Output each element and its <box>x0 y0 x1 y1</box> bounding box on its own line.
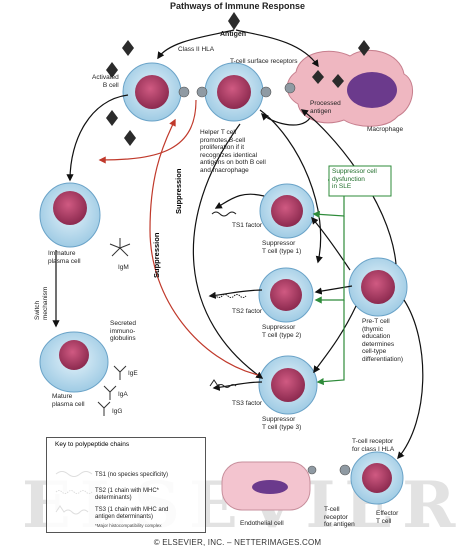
suppressor-dysfunction-box <box>328 165 392 197</box>
antigen-diamonds <box>106 12 370 146</box>
effector-t-cell <box>350 451 404 505</box>
label-suppression-lower: Suppression <box>152 232 161 278</box>
immature-plasma-cell <box>39 182 101 248</box>
pre-t-cell <box>348 257 408 317</box>
label-activated-b-cell: Activated B cell <box>92 74 119 89</box>
label-suppressor-t-type3: Suppressor T cell (type 3) <box>262 416 302 431</box>
activated-b-cell <box>122 62 182 122</box>
label-suppressor-dysfunction: Suppressor cell dysfunction in SLE <box>332 168 377 190</box>
label-ts2-factor: TS2 factor <box>232 308 262 315</box>
key-note: *Major histocompatibility complex <box>95 523 162 528</box>
label-suppression-upper: Suppression <box>174 168 183 214</box>
black-arrows <box>52 29 424 460</box>
key-box: Key to polypeptide chains TS1 (no specie… <box>46 437 206 533</box>
red-suppression-arrows <box>98 99 259 376</box>
label-antigen: Antigen <box>220 31 247 38</box>
label-ige: IgE <box>128 370 138 377</box>
label-helper-t-cell: Helper T cell promotes B-cell proliferat… <box>200 129 266 174</box>
label-pre-t-cell: Pre-T cell (thymic education determines … <box>362 318 404 363</box>
label-ts1-factor: TS1 factor <box>232 222 262 229</box>
label-igm: IgM <box>118 264 129 271</box>
factor-chains <box>209 211 247 388</box>
label-processed-antigen: Processed antigen <box>310 100 341 115</box>
mature-plasma-cell <box>39 331 109 393</box>
key-row-ts3: TS3 (1 chain with MHC and antigen determ… <box>95 507 169 520</box>
receptors <box>178 82 351 476</box>
immunoglobulins <box>97 238 131 416</box>
helper-t-cell <box>204 62 264 122</box>
suppressor-t-cell-type1 <box>259 183 315 239</box>
label-class-ii-hla: Class II HLA <box>178 46 215 53</box>
label-iga: IgA <box>118 391 128 398</box>
label-t-cell-receptor-antigen: T-cell receptor for antigen <box>324 506 355 528</box>
label-switch-mechanism: Switch mechanism <box>34 286 49 320</box>
label-endothelial-cell: Endothelial cell <box>240 520 284 527</box>
key-row-ts1: TS1 (no species specificity) <box>95 472 169 478</box>
label-immature-plasma-cell: Immature plasma cell <box>48 250 81 265</box>
key-title: Key to polypeptide chains <box>55 441 130 448</box>
label-t-cell-receptor-class1: T-cell receptor for class I HLA <box>352 438 395 453</box>
label-mature-plasma-cell: Mature plasma cell <box>52 393 85 408</box>
diagram-title: Pathways of Immune Response <box>169 1 306 11</box>
suppressor-t-cell-type2 <box>258 267 314 323</box>
macrophage-nucleus <box>347 72 397 108</box>
key-row-ts2: TS2 (1 chain with MHC* determinants) <box>95 488 160 501</box>
label-t-cell-surface-receptors: T-cell surface receptors <box>230 58 298 65</box>
label-ts3-factor: TS3 factor <box>232 400 262 407</box>
endothelial-nucleus <box>252 480 288 494</box>
footer-copyright: © ELSEVIER, INC. – NETTERIMAGES.COM <box>153 538 322 547</box>
label-macrophage: Macrophage <box>367 126 404 133</box>
label-effector-t-cell: Effector T cell <box>376 510 399 525</box>
label-secreted-immunoglobulins: Secreted immuno- globulins <box>110 320 137 342</box>
label-suppressor-t-type1: Suppressor T cell (type 1) <box>262 240 302 255</box>
label-igg: IgG <box>112 408 123 415</box>
suppressor-t-cell-type3 <box>258 355 318 415</box>
label-suppressor-t-type2: Suppressor T cell (type 2) <box>262 324 302 339</box>
